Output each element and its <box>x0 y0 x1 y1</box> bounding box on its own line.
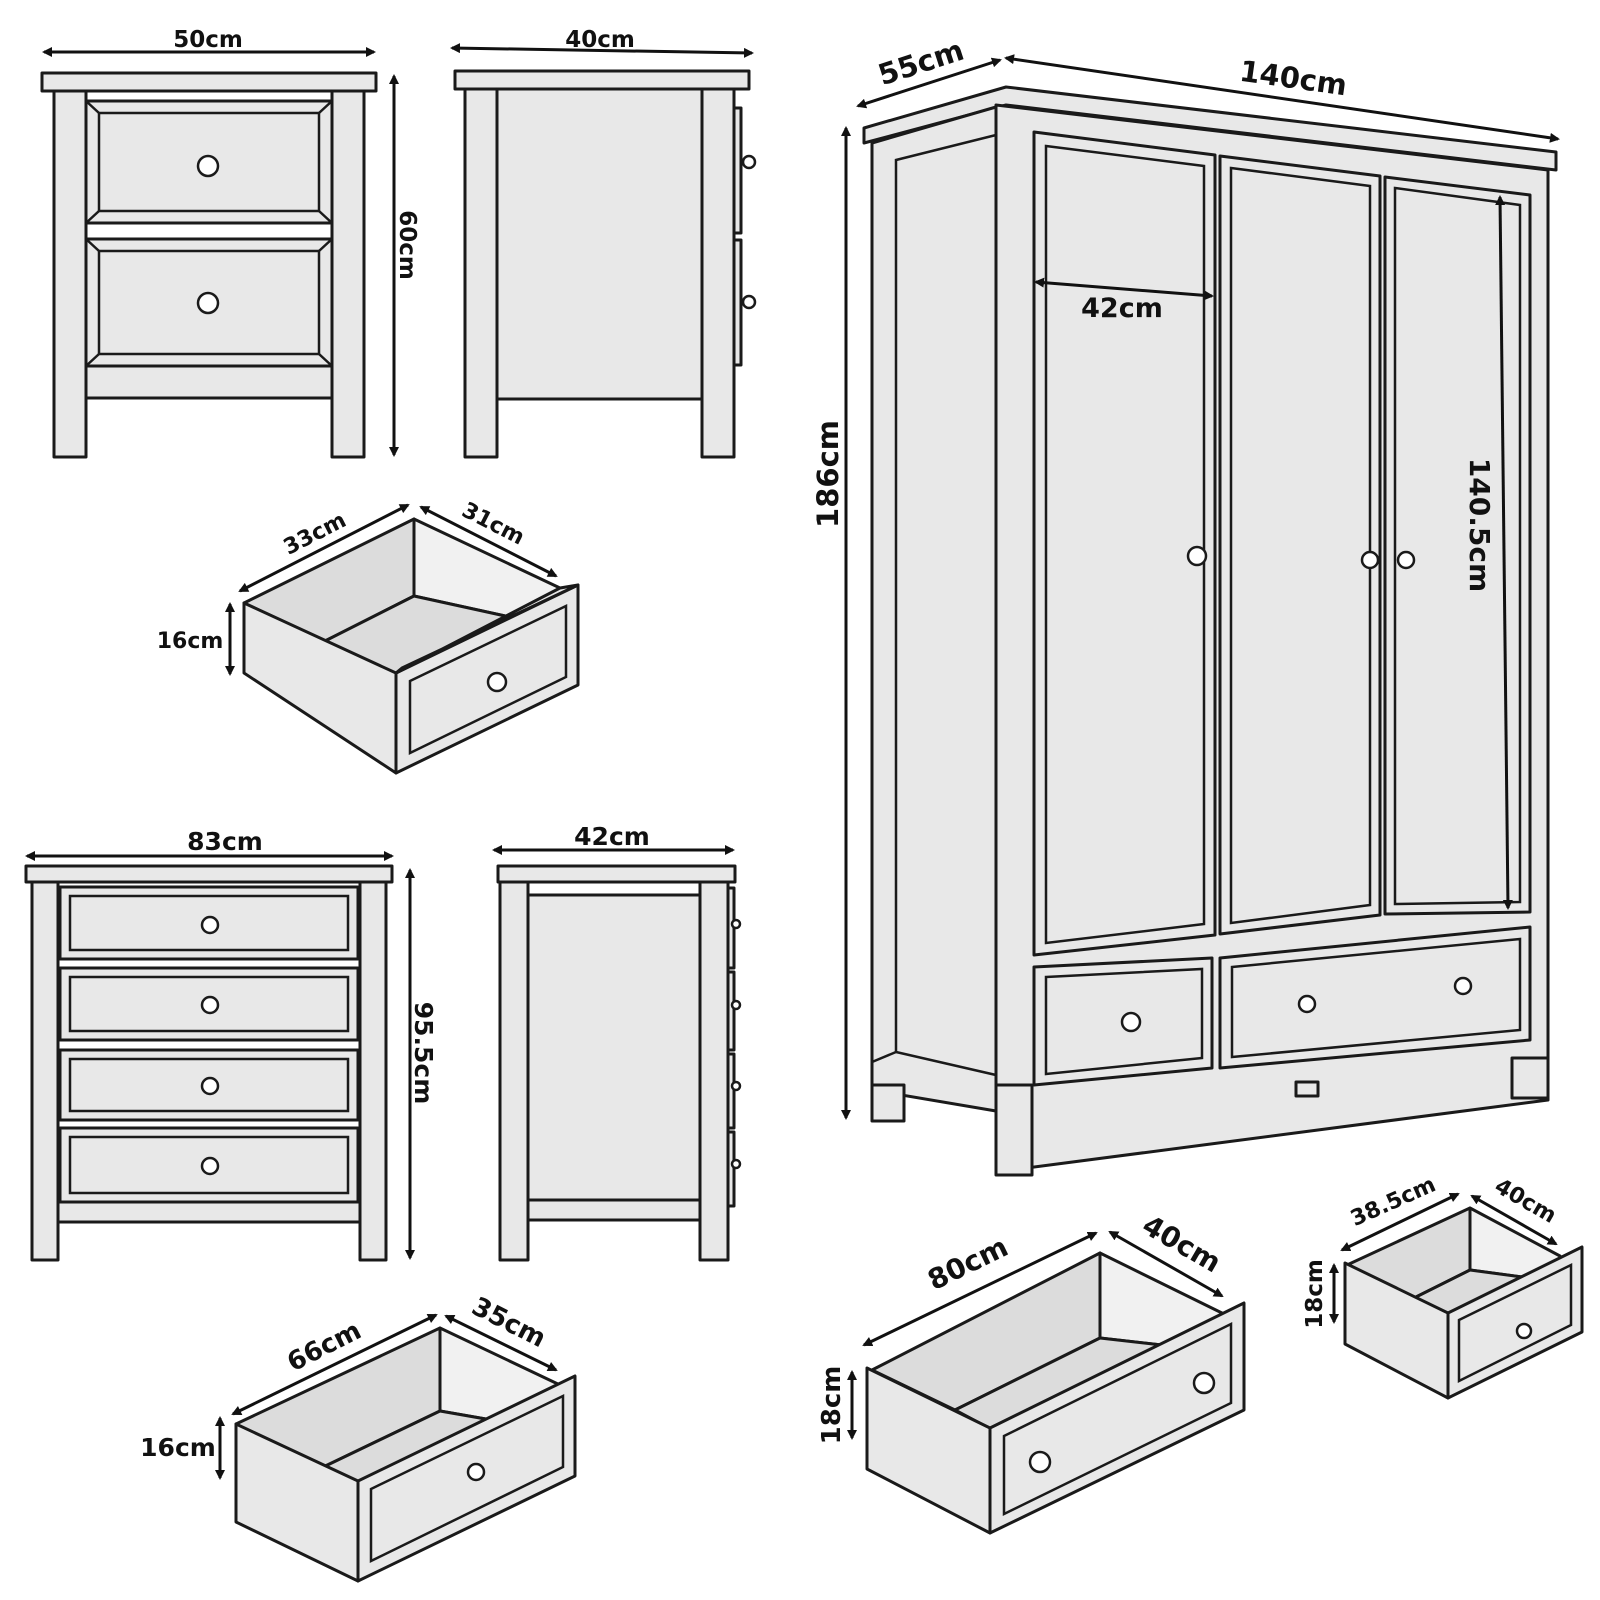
knob-icon <box>200 915 220 935</box>
wardrobe-door-width-dimension: 42cm <box>1034 277 1214 324</box>
knob-icon <box>730 1080 742 1092</box>
bedside-drawer-height-dimension: 16cm <box>157 602 235 676</box>
bedside-width-label: 50cm <box>173 27 243 53</box>
chest-width-dimension: 83cm <box>25 827 394 861</box>
wardrobe-perspective-view <box>862 85 1558 1177</box>
chest-drawer-3 <box>58 1048 360 1122</box>
chest-front-view <box>24 864 394 1262</box>
knob-icon <box>741 154 757 170</box>
knob-icon <box>196 154 220 178</box>
knob-icon <box>1515 1322 1533 1340</box>
knob-icon <box>1120 1011 1142 1033</box>
bedside-height-dimension: 60cm <box>389 74 420 457</box>
chest-depth-dimension: 42cm <box>492 822 735 855</box>
chest-drawer-2 <box>58 966 360 1042</box>
bedside-side-view <box>453 69 757 459</box>
knob-icon <box>1297 994 1317 1014</box>
chest-drawer-height-label: 16cm <box>140 1433 216 1462</box>
wardrobe-height-dimension: 186cm <box>811 126 851 1120</box>
knob-icon <box>741 294 757 310</box>
wardrobe-door-left <box>1032 130 1217 957</box>
knob-icon <box>466 1462 486 1482</box>
chest-drawer-height-dimension: 16cm <box>140 1416 225 1480</box>
wardrobe-door-height-label: 140.5cm <box>1463 458 1496 592</box>
bedside-drawer-height-label: 16cm <box>157 629 224 654</box>
wardrobe-small-drawer-width-label: 38.5cm <box>1347 1172 1440 1232</box>
wardrobe-door-width-label: 42cm <box>1081 293 1163 324</box>
wardrobe-large-drawer-isometric <box>865 1251 1246 1535</box>
bedside-front-view <box>40 71 378 459</box>
wardrobe-drawer-right <box>1218 925 1532 1070</box>
chest-drawer-isometric <box>234 1326 577 1583</box>
knob-icon <box>1453 976 1473 996</box>
chest-width-label: 83cm <box>187 827 263 856</box>
bedside-drawer-bottom <box>84 237 334 368</box>
wardrobe-large-drawer-depth-label: 40cm <box>1137 1208 1227 1279</box>
knob-icon <box>1028 1450 1052 1474</box>
knob-icon <box>1186 545 1208 567</box>
wardrobe-depth-label: 55cm <box>874 33 968 92</box>
bedside-height-label: 60cm <box>394 210 420 280</box>
knob-icon <box>730 1158 742 1170</box>
bedside-depth-label: 40cm <box>565 27 635 53</box>
chest-height-label: 95.5cm <box>409 1002 438 1105</box>
wardrobe-small-drawer-depth-label: 40cm <box>1490 1174 1560 1229</box>
wardrobe-large-drawer-height-dimension: 18cm <box>817 1366 857 1445</box>
wardrobe-door-height-dimension: 140.5cm <box>1463 195 1513 910</box>
wardrobe-height-label: 186cm <box>811 420 845 528</box>
bedside-width-dimension: 50cm <box>42 27 376 57</box>
chest-depth-label: 42cm <box>574 822 650 851</box>
chest-side-view <box>496 864 742 1262</box>
wardrobe-large-drawer-width-label: 80cm <box>923 1230 1014 1297</box>
knob-icon <box>196 291 220 315</box>
bedside-drawer-top <box>84 99 334 225</box>
chest-drawer-1 <box>58 885 360 961</box>
wardrobe-drawer-left <box>1032 956 1214 1087</box>
wardrobe-width-dimension: 140cm <box>1004 54 1560 143</box>
chest-height-dimension: 95.5cm <box>405 868 438 1260</box>
wardrobe-door-middle <box>1218 154 1382 936</box>
chest-drawer-4 <box>58 1126 360 1204</box>
knob-icon <box>486 671 508 693</box>
knob-icon <box>1360 550 1380 570</box>
knob-icon <box>200 1076 220 1096</box>
wardrobe-small-drawer-isometric <box>1343 1206 1584 1400</box>
bedside-depth-dimension: 40cm <box>450 27 754 58</box>
knob-icon <box>1396 550 1416 570</box>
wardrobe-large-drawer-height-label: 18cm <box>817 1366 847 1445</box>
wardrobe-small-drawer-height-dimension: 18cm <box>1302 1259 1339 1329</box>
knob-icon <box>200 995 220 1015</box>
knob-icon <box>730 918 742 930</box>
wardrobe-small-drawer-height-label: 18cm <box>1302 1259 1328 1329</box>
chest-drawer-depth-label: 35cm <box>467 1292 551 1354</box>
wardrobe-door-right <box>1383 175 1532 916</box>
knob-icon <box>730 999 742 1011</box>
knob-icon <box>200 1156 220 1176</box>
knob-icon <box>1192 1371 1216 1395</box>
